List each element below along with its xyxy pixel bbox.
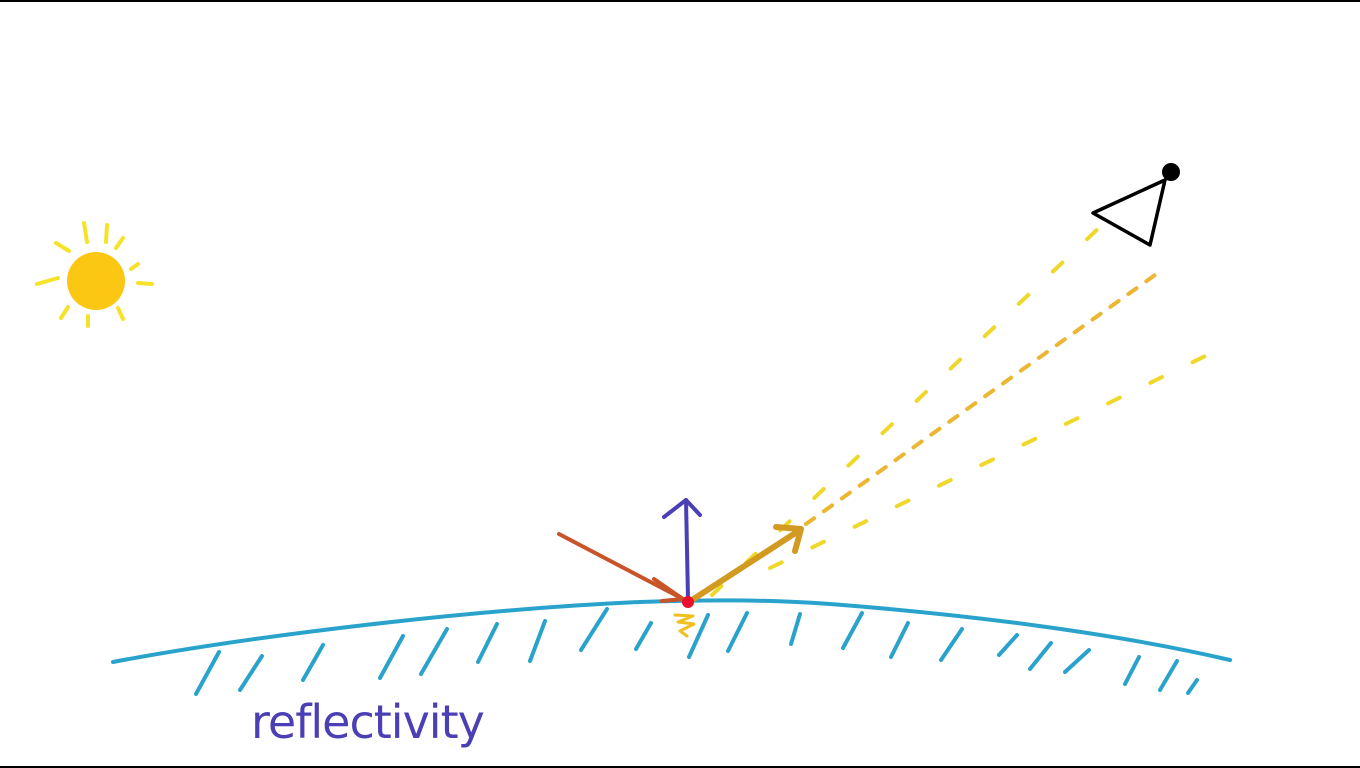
reflection-dashes: [710, 222, 1234, 597]
subsurface-squiggle: [673, 613, 696, 638]
ground-surface-line: [111, 598, 1232, 664]
central-reflection-line: [804, 268, 1164, 526]
normal-vector-arrow: [662, 498, 702, 601]
reflected-ray-arrow: [689, 524, 804, 603]
sun-icon: [35, 221, 154, 328]
incident-ray-arrow: [557, 532, 685, 603]
sun-rays: [35, 221, 154, 328]
surface-point: [682, 596, 694, 608]
reflectivity-label: reflectivity: [251, 695, 484, 749]
camera-icon: [1091, 163, 1180, 247]
sun-disc: [67, 252, 125, 310]
upper-reflection-line: [710, 222, 1105, 597]
lower-reflection-line: [768, 341, 1234, 570]
ground-hatching: [194, 607, 1199, 696]
